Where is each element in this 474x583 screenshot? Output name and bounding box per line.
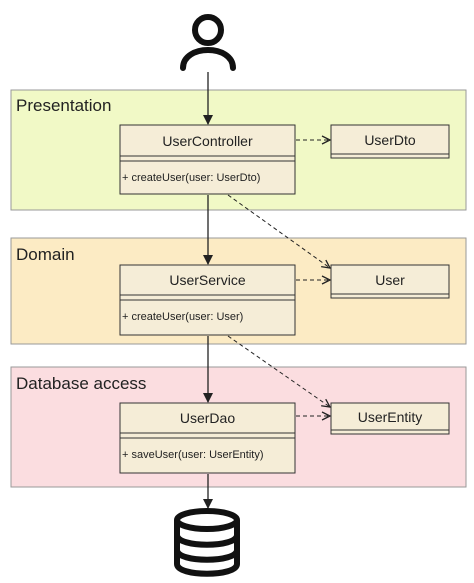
class-user-dto-name: UserDto [364,132,416,148]
class-user-entity: UserEntity [330,402,450,435]
class-user-dao: UserDao + saveUser(user: UserEntity) [119,402,296,474]
class-user-dao-method: + saveUser(user: UserEntity) [122,449,264,461]
user-icon [180,14,236,71]
class-user-dto: UserDto [330,124,450,159]
domain-layer-label: Domain [16,245,75,264]
class-user-controller: UserController + createUser(user: UserDt… [119,124,296,195]
presentation-layer-label: Presentation [16,96,111,115]
class-user-dao-name: UserDao [180,410,235,426]
connectors [203,72,330,509]
class-user-controller-method: + createUser(user: UserDto) [122,172,260,184]
database-icon [174,508,240,577]
class-user-entity-name: UserEntity [358,409,423,425]
class-user-service-name: UserService [169,272,245,288]
class-user-name: User [375,272,405,288]
class-user-service: UserService + createUser(user: User) [119,264,296,336]
class-user: User [330,264,450,299]
class-user-controller-name: UserController [162,133,253,149]
class-user-service-method: + createUser(user: User) [122,311,243,323]
database-layer-label: Database access [16,374,146,393]
